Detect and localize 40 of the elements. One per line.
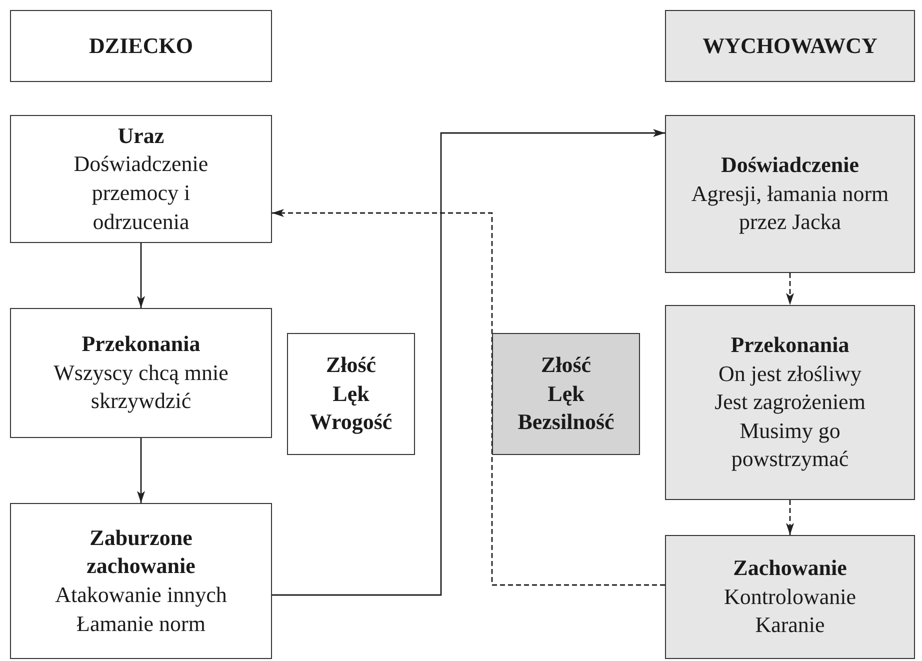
emotion-box xyxy=(287,333,415,455)
box-text: On jest złośliwy xyxy=(718,360,862,388)
process-box xyxy=(665,535,915,659)
process-box xyxy=(665,305,915,500)
box-label: WYCHOWAWCY xyxy=(702,32,878,60)
process-box xyxy=(10,308,272,438)
box-label: Wrogość xyxy=(310,408,392,436)
process-box xyxy=(10,115,272,243)
box-heading: Uraz xyxy=(118,122,164,150)
box-label: Lęk xyxy=(548,380,584,408)
box-text: Agresji, łamania norm przez Jacka xyxy=(690,180,890,236)
arrow xyxy=(137,438,145,503)
box-heading: Zaburzone zachowanie xyxy=(86,524,196,580)
process-box xyxy=(10,503,272,659)
dashed-arrow xyxy=(272,209,665,586)
dashed-arrow xyxy=(786,500,794,535)
box-heading: Przekonania xyxy=(730,331,850,360)
box-text: Atakowanie innych xyxy=(55,581,227,609)
box-label: DZIECKO xyxy=(89,32,193,60)
box-heading: Zachowanie xyxy=(733,554,847,582)
column-heading-box xyxy=(10,10,272,82)
box-text: Jest zagrożeniem xyxy=(714,388,866,416)
box-text: Karanie xyxy=(755,611,825,640)
box-text: Doświadczenie przemocy i odrzucenia xyxy=(72,150,210,236)
box-text: Łamanie norm xyxy=(76,610,206,638)
process-box xyxy=(665,115,915,273)
column-heading-box xyxy=(665,10,915,82)
box-label: Bezsilność xyxy=(518,408,614,436)
box-heading: Przekonania xyxy=(82,330,200,358)
box-text: Musimy go powstrzymać xyxy=(730,416,850,474)
dashed-arrow xyxy=(786,273,794,305)
box-text: Kontrolowanie xyxy=(724,582,856,611)
emotion-box xyxy=(492,333,640,455)
box-heading: Doświadczenie xyxy=(720,151,860,180)
arrow xyxy=(272,129,665,596)
box-label: Złość xyxy=(540,351,592,380)
box-text: Wszyscy chcą mnie skrzywdzić xyxy=(52,358,230,416)
box-label: Złość xyxy=(326,351,376,380)
arrow xyxy=(137,243,145,308)
box-label: Lęk xyxy=(332,380,370,408)
